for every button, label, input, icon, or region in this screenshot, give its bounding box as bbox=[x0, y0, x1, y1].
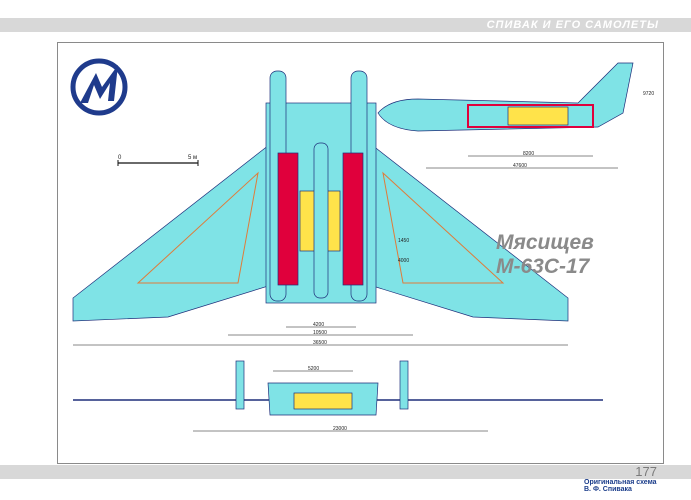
dim-side-height: 9720 bbox=[643, 91, 655, 97]
dim-root-2: 4000 bbox=[398, 258, 410, 264]
aircraft-title: Мясищев М-63С-17 bbox=[496, 231, 594, 278]
drawing-caption: Оригинальная схема В. Ф. Спивака bbox=[584, 479, 657, 493]
drawing-frame: Мясищев М-63С-17 Оригинальная схема В. Ф… bbox=[57, 42, 664, 493]
footer-band bbox=[0, 465, 691, 479]
header-band bbox=[0, 18, 691, 32]
dim-front-track: 23000 bbox=[333, 426, 347, 432]
page-number: 177 bbox=[635, 464, 657, 479]
dim-root-1: 1450 bbox=[398, 238, 410, 244]
dim-top-width: 10500 bbox=[313, 330, 327, 336]
front-view bbox=[73, 360, 603, 432]
top-view bbox=[72, 70, 569, 346]
dim-side-length: 47600 bbox=[513, 163, 527, 169]
dim-front-inner: 5200 bbox=[308, 366, 320, 372]
myasishchev-logo bbox=[70, 58, 128, 116]
dim-side-cargo: 8200 bbox=[523, 151, 535, 157]
scale-bar bbox=[117, 160, 199, 166]
dim-top-inner: 4200 bbox=[313, 322, 325, 328]
scale-end-label: 5 м bbox=[188, 155, 198, 161]
aircraft-drawing bbox=[70, 58, 634, 432]
running-header: СПИВАК И ЕГО САМОЛЕТЫ bbox=[486, 19, 659, 31]
dim-top-span: 36500 bbox=[313, 340, 327, 346]
scale-start-label: 0 bbox=[118, 155, 122, 161]
side-view bbox=[377, 62, 634, 169]
